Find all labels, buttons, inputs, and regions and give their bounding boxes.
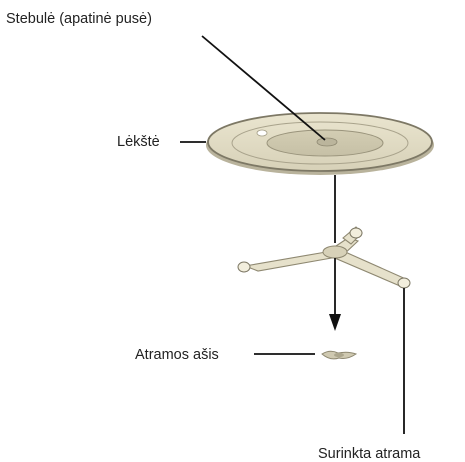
wheel-back [349,227,363,239]
support-label: Surinkta atrama [318,446,421,462]
axle-label: Atramos ašis [135,347,219,363]
hub [316,137,338,147]
support-axle [321,350,358,360]
arrow-down-icon [329,314,341,331]
roller-support [237,226,411,289]
hub-leader-line [201,35,326,141]
plate-label: Lėkštė [117,134,160,150]
wheel-right [397,277,411,289]
wheel-left [237,261,251,273]
hub-label: Stebulė (apatinė pusė) [6,11,152,27]
